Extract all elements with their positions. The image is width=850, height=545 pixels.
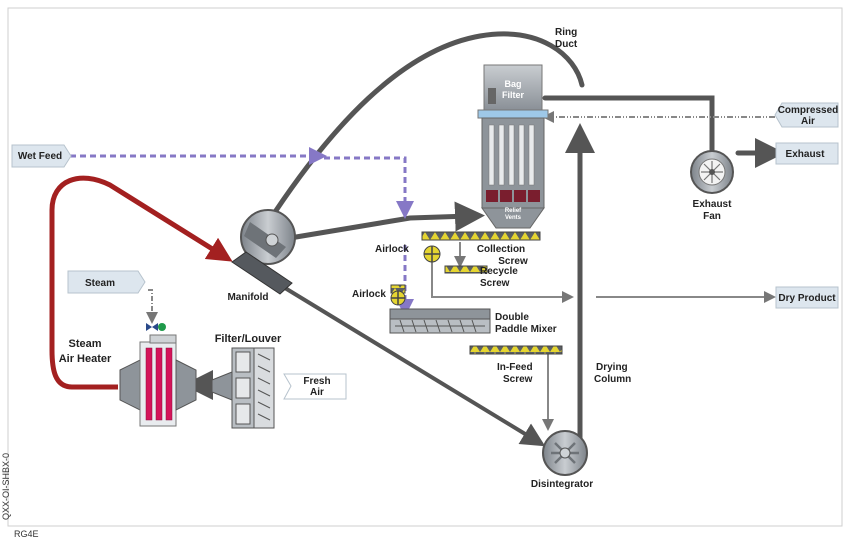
compressed-air-label-1: Compressed <box>778 105 839 116</box>
tag-fresh-air: Fresh Air <box>283 373 347 400</box>
exhaust-label: Exhaust <box>786 149 826 160</box>
exhaust-fan-label-2: Fan <box>703 211 721 222</box>
tag-dry-product: Dry Product <box>775 286 839 309</box>
filter-louver-label: Filter/Louver <box>215 333 282 345</box>
double-paddle-mixer <box>389 308 491 334</box>
exhaust-fan-label-1: Exhaust <box>693 199 733 210</box>
ring-duct-label-1: Ring <box>555 27 577 38</box>
steam-line <box>146 289 158 324</box>
bag-filter-label-2: Filter <box>502 90 525 100</box>
steam-air-heater-label-2: Air Heater <box>59 353 112 365</box>
steam-label: Steam <box>85 278 115 289</box>
manifold-fan-icon <box>240 209 296 265</box>
fresh-air-label-1: Fresh <box>303 376 330 387</box>
product-lines <box>146 111 776 431</box>
recycle-screw-label-2: Screw <box>480 278 510 289</box>
tag-steam: Steam <box>67 270 146 294</box>
airlock-upper-label: Airlock <box>375 244 409 255</box>
hot-air-duct <box>49 175 233 390</box>
diagram-border <box>7 7 843 527</box>
drying-column-label-1: Drying <box>596 362 628 373</box>
bag-filter: Bag Filter Relief Vents <box>477 64 549 229</box>
disintegrator-label: Disintegrator <box>531 479 593 490</box>
collection-screw <box>421 231 541 241</box>
tag-wet-feed: Wet Feed <box>11 144 72 168</box>
line-to-dry-product-left <box>431 262 574 303</box>
bag-filter-label-1: Bag <box>504 79 521 89</box>
collection-screw-label-2: Screw <box>498 256 528 267</box>
disintegrator-icon <box>542 430 588 476</box>
wet-feed-label: Wet Feed <box>18 151 62 162</box>
recycle-screw-label-1: Recycle <box>480 266 518 277</box>
in-feed-screw-label-2: Screw <box>503 374 533 385</box>
dry-product-label: Dry Product <box>778 293 836 304</box>
duct-manifold-to-disintegrator <box>283 286 546 447</box>
manifold <box>231 251 293 295</box>
ring-duct-label-2: Duct <box>555 39 578 50</box>
steam-air-heater <box>119 334 197 427</box>
relief-vents-label-2: Vents <box>505 215 522 221</box>
recycle-screw <box>444 265 488 274</box>
filter-louver <box>211 347 275 429</box>
in-feed-screw <box>469 345 563 355</box>
airlock-lower-label: Airlock <box>352 289 386 300</box>
fresh-air-label-2: Air <box>310 387 324 398</box>
manifold-label: Manifold <box>227 292 268 303</box>
in-feed-screw-label-1: In-Feed <box>497 362 533 373</box>
steam-air-heater-label-1: Steam <box>68 338 101 350</box>
duct-bag-to-fan <box>542 95 715 153</box>
relief-vents-label-1: Relief <box>505 208 522 214</box>
tag-exhaust: Exhaust <box>775 142 839 165</box>
double-paddle-mixer-label-1: Double <box>495 312 529 323</box>
tag-compressed-air: Compressed Air <box>774 102 839 128</box>
airlock-icon-upper <box>423 245 441 263</box>
wet-feed-down <box>324 156 414 219</box>
double-paddle-mixer-label-2: Paddle Mixer <box>495 324 557 335</box>
valve-icon <box>146 323 166 331</box>
corner-code: RG4E <box>14 529 39 539</box>
drying-column-label-2: Column <box>594 374 631 385</box>
airlock-icon-lower <box>390 284 406 306</box>
exhaust-fan-icon <box>690 150 734 194</box>
side-code: QXX-OI-SHBX-0 <box>1 453 11 520</box>
compressed-air-label-2: Air <box>801 116 815 127</box>
collection-screw-label-1: Collection <box>477 244 525 255</box>
